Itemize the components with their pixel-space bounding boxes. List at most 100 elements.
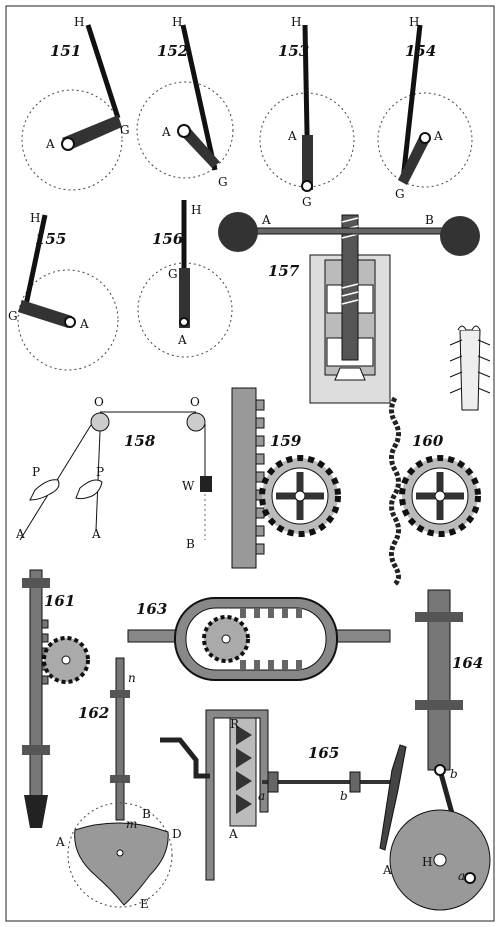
- crank-arm: [62, 115, 122, 150]
- label-b: B: [186, 537, 195, 551]
- label-g: G: [120, 123, 130, 137]
- figure-165: 165 R a b A: [160, 709, 407, 881]
- conical-weight: [24, 795, 48, 828]
- pulley-o-left: [90, 412, 110, 432]
- collar-top: [22, 578, 50, 588]
- connecting-rod: [85, 24, 121, 119]
- figure-number: 161: [44, 592, 75, 610]
- follower-rod: [115, 657, 125, 821]
- ball-weight-b: [440, 216, 480, 256]
- collar-top: [110, 690, 130, 698]
- label-b: B: [142, 807, 151, 821]
- gear-hub: [221, 634, 231, 644]
- crank-arm: [18, 300, 72, 328]
- crank-handle: [160, 737, 210, 779]
- collar-b: [349, 771, 361, 793]
- gear-hub: [434, 490, 446, 502]
- figure-158: 158 O O P P W A A B: [15, 395, 212, 551]
- hand-p1: [29, 479, 60, 501]
- crank-pivot: [61, 137, 75, 151]
- figure-number: 158: [124, 432, 156, 450]
- crank-arm: [178, 126, 220, 168]
- lever-arm: [379, 744, 407, 851]
- heart-cam: [74, 822, 169, 906]
- label-a: A: [45, 137, 55, 151]
- cam-path-circle: [67, 802, 173, 908]
- label-a: A: [433, 129, 443, 143]
- label-a: A: [161, 125, 171, 139]
- crank-pivot: [64, 316, 76, 328]
- figure-154: 154 H A G: [377, 15, 473, 201]
- hand-p2: [75, 479, 103, 500]
- crank-pivot: [301, 180, 313, 192]
- lever-bar: [254, 227, 446, 235]
- label-b: b: [340, 789, 348, 803]
- connecting-rod: [23, 214, 48, 306]
- crank-pin-b: [434, 764, 446, 776]
- figure-151: 151 H A G: [21, 15, 130, 191]
- label-a: a: [458, 869, 465, 883]
- linked-rack-piece: [449, 325, 491, 411]
- figure-number: 165: [308, 744, 339, 762]
- figure-153: 153 H A G: [259, 15, 355, 209]
- guide-bottom: [415, 700, 463, 710]
- label-h: H: [422, 855, 432, 869]
- label-a: A: [261, 213, 271, 227]
- figure-number: 157: [268, 262, 300, 280]
- label-a: a: [258, 789, 265, 803]
- label-h: H: [30, 211, 40, 225]
- label-a-right: A: [91, 527, 101, 541]
- cam-axle: [116, 849, 124, 857]
- figure-161: 161: [22, 569, 90, 828]
- label-h: H: [191, 203, 201, 217]
- figure-160: 160: [389, 396, 481, 586]
- press-ram: [334, 367, 366, 381]
- label-g: G: [302, 195, 312, 209]
- label-e: E: [140, 897, 149, 911]
- crank-path-circle: [21, 89, 123, 191]
- label-g: G: [395, 187, 405, 201]
- label-n: n: [128, 671, 136, 685]
- link-chain: [389, 396, 401, 586]
- bracket-frame: [205, 709, 269, 881]
- label-r: R: [230, 717, 240, 731]
- weight-w: [200, 476, 212, 492]
- figure-164: 164 b a H A: [382, 589, 491, 911]
- label-b: B: [425, 213, 434, 227]
- figure-152: 152 H A G: [136, 15, 234, 189]
- internal-rack-teeth: [240, 608, 302, 670]
- crank-pivot: [179, 317, 189, 327]
- label-h: H: [291, 15, 301, 29]
- label-b: b: [450, 767, 458, 781]
- crank-arm: [179, 268, 190, 328]
- crank-arm: [302, 135, 313, 190]
- crank-path-circle: [136, 81, 234, 179]
- ratchet-teeth: [236, 725, 252, 814]
- collar-a: [267, 771, 279, 793]
- crank-arm: [398, 135, 430, 185]
- figure-number: 163: [136, 600, 167, 618]
- label-a-left: A: [15, 527, 25, 541]
- axle-h: [433, 853, 447, 867]
- figure-159: 159: [231, 387, 341, 569]
- gear-hub: [294, 490, 306, 502]
- connecting-rod: [400, 24, 423, 181]
- figure-162: 162 n m B A D E: [55, 657, 182, 911]
- collar-bottom: [110, 775, 130, 783]
- label-h: H: [74, 15, 84, 29]
- label-o-left: O: [94, 395, 104, 409]
- figure-number: 156: [152, 230, 184, 248]
- figure-number: 155: [35, 230, 66, 248]
- label-h: H: [409, 15, 419, 29]
- plate-border: [5, 5, 495, 922]
- label-g: G: [8, 309, 18, 323]
- label-g: G: [168, 267, 178, 281]
- crank-pivot: [419, 132, 431, 144]
- label-a: A: [287, 129, 297, 143]
- label-a: A: [177, 333, 187, 347]
- figure-number: 162: [78, 704, 109, 722]
- label-big-a: A: [382, 863, 392, 877]
- label-o-right: O: [190, 395, 200, 409]
- label-p-left: P: [32, 465, 40, 479]
